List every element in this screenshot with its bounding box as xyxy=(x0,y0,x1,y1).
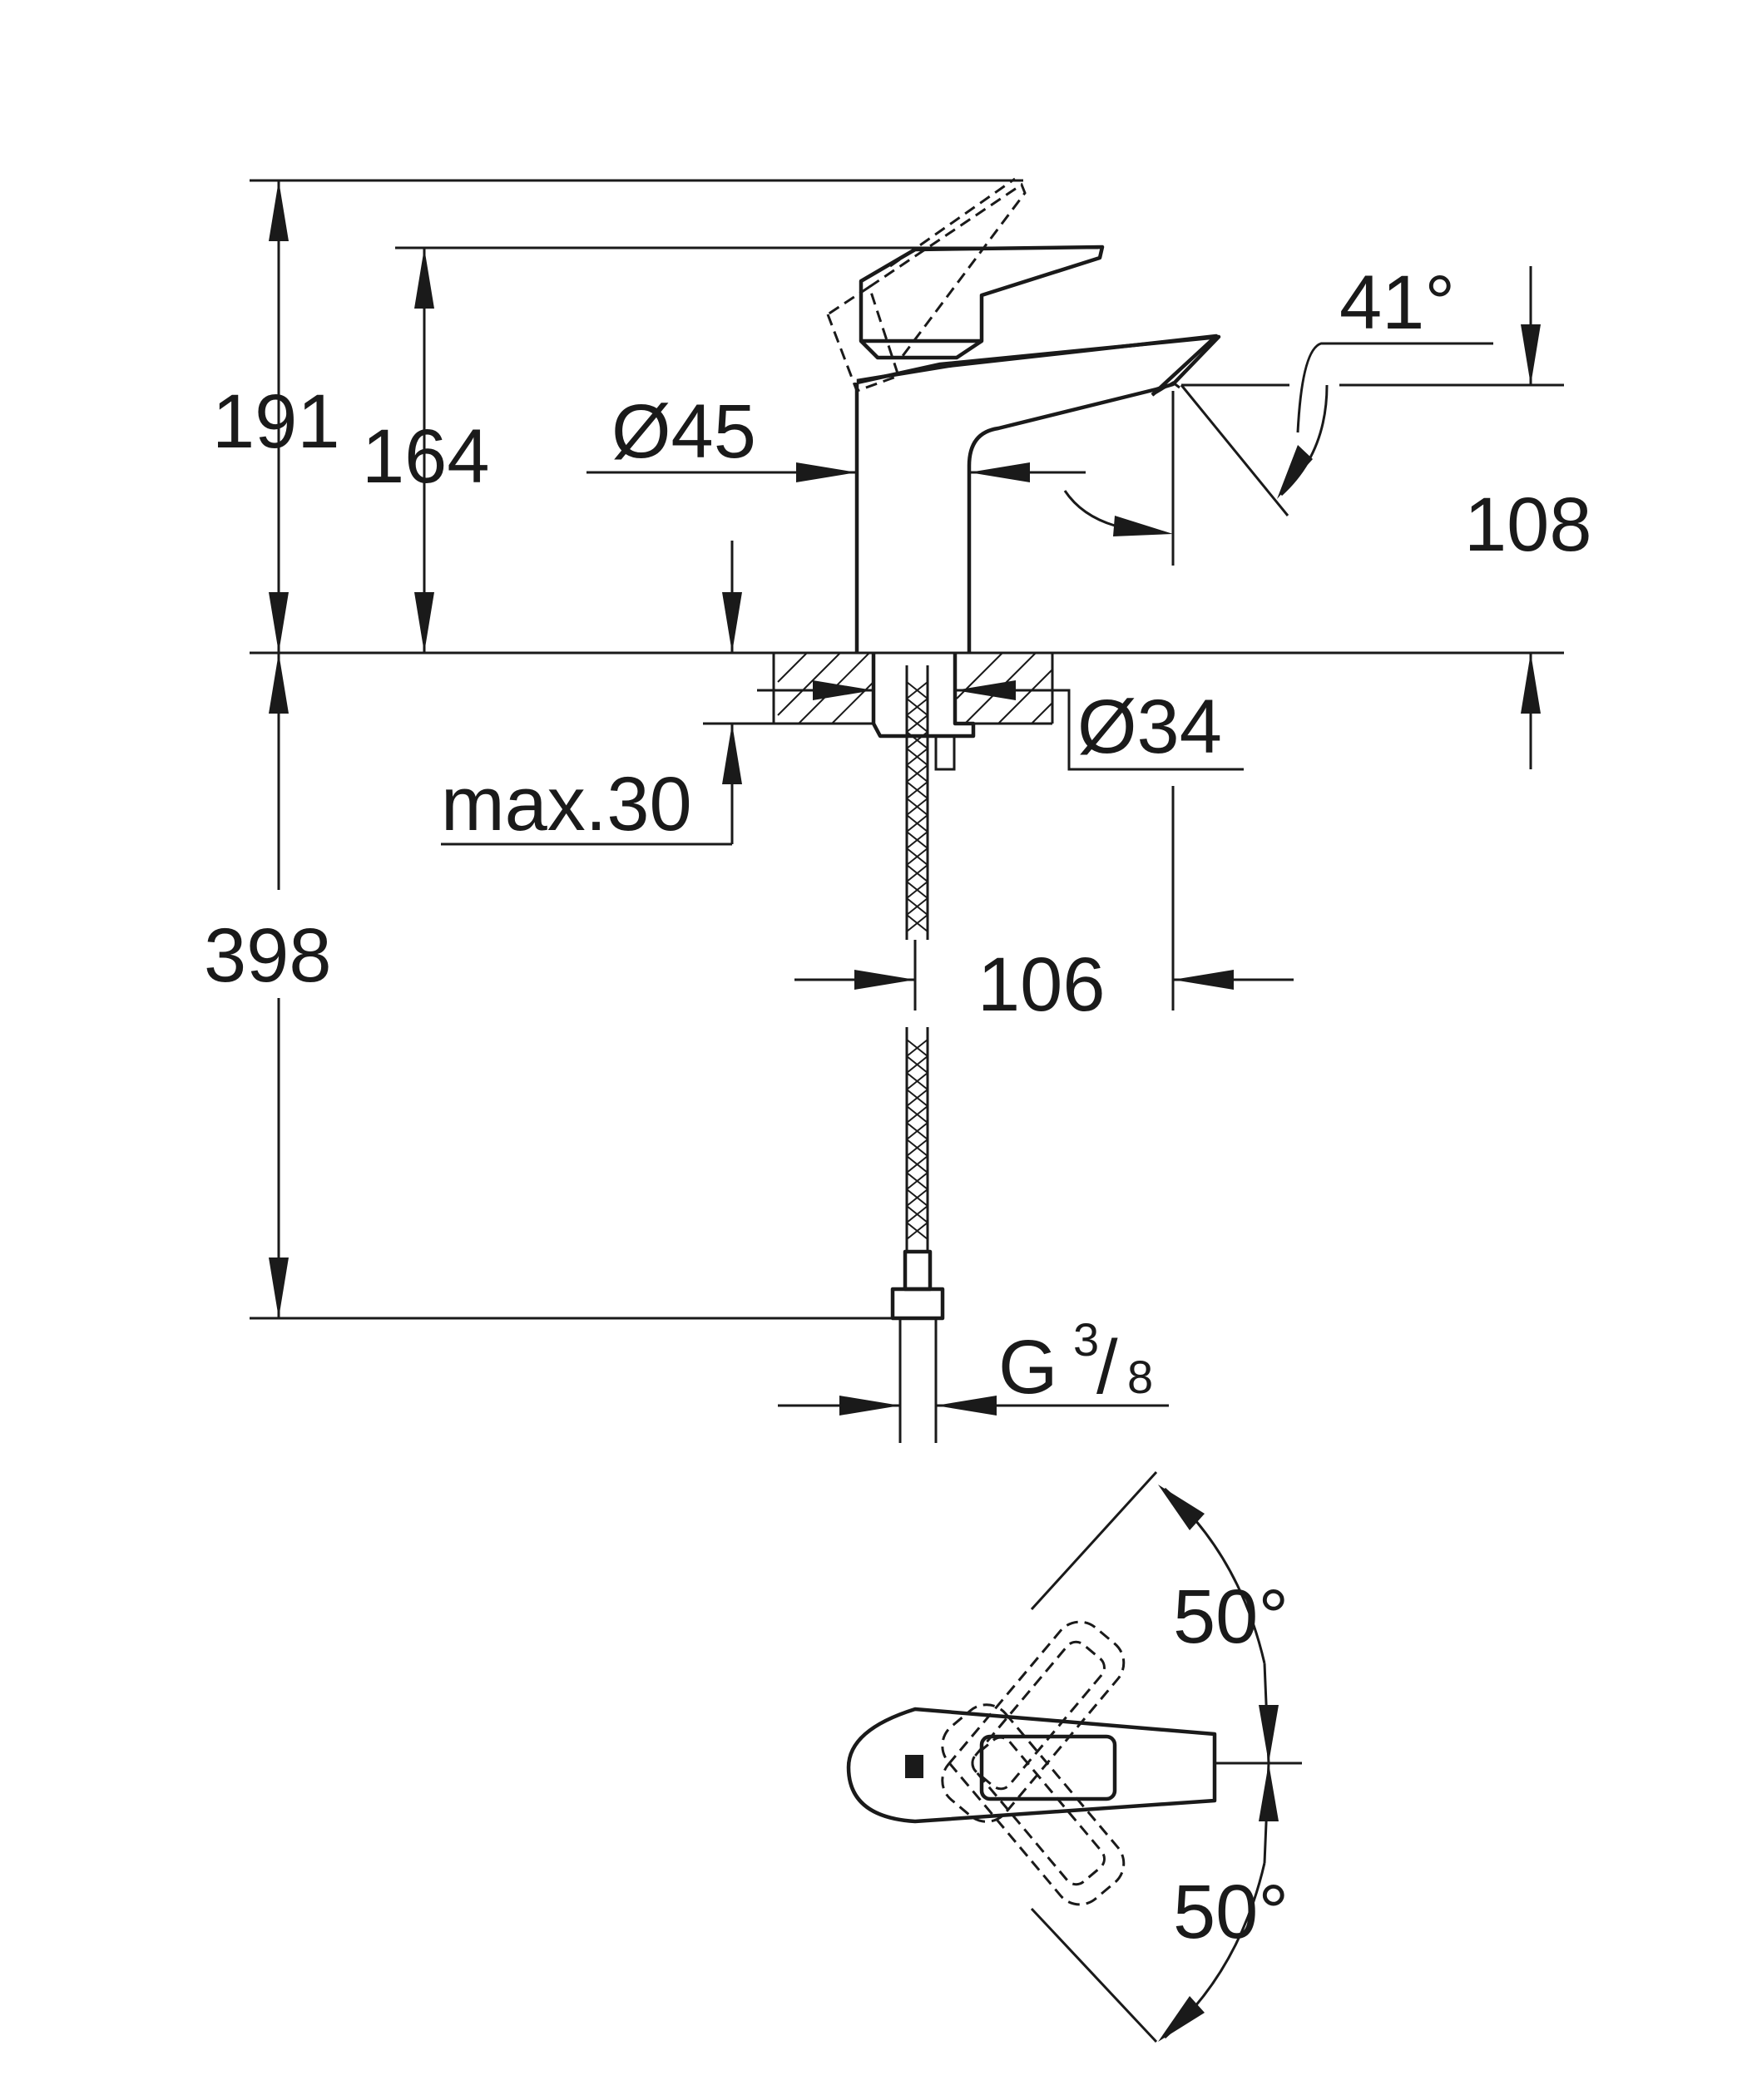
rotation-ref-left xyxy=(1030,1470,1158,1611)
spout-top xyxy=(856,334,1219,397)
dim-45-arrow-left xyxy=(796,462,857,482)
top-view: 50° 50° xyxy=(846,1470,1302,2043)
dim-191-arrow-top xyxy=(269,180,289,241)
label-398: 398 xyxy=(204,913,332,998)
dim-164-arrow-top xyxy=(414,248,434,309)
label-thread-slash: / xyxy=(1096,1325,1118,1410)
faucet-body xyxy=(854,334,1221,653)
dim-398-arrow-bottom xyxy=(269,1258,289,1318)
lever-rotated-right xyxy=(941,1703,1126,1906)
label-191: 191 xyxy=(212,379,340,464)
label-thread-den: 8 xyxy=(1127,1351,1153,1403)
dim-41-arc xyxy=(1279,384,1329,497)
label-106: 106 xyxy=(977,942,1106,1027)
lever-base xyxy=(859,339,983,360)
dim-108-arrow-bottom xyxy=(1521,653,1541,714)
dim-41-ray xyxy=(1180,384,1289,516)
dim-g38-arrow-right xyxy=(936,1396,997,1416)
label-diameter-45: Ø45 xyxy=(611,389,756,474)
lever-top-indicator xyxy=(905,1755,923,1778)
lever-rotated-left xyxy=(941,1620,1126,1823)
dim-191-arrow-bottom xyxy=(269,592,289,653)
dim-34-arrow-right xyxy=(955,680,1016,700)
label-thread-num: 3 xyxy=(1073,1313,1099,1366)
label-max-30: max.30 xyxy=(441,762,692,847)
side-elevation: 191 164 Ø45 41° 108 Ø34 max.30 106 398 G… xyxy=(204,177,1592,1443)
supply-hose-lower xyxy=(890,1027,945,1443)
dim-g38-arrow-left xyxy=(839,1396,900,1416)
mounting-shank xyxy=(871,653,976,739)
dim-41-lower-leader xyxy=(1063,490,1116,527)
dim-34-leader xyxy=(1065,689,1244,771)
rotation-ref-right xyxy=(1030,1907,1158,2043)
lever-closed xyxy=(859,245,1105,343)
dim-41-arrow xyxy=(1277,445,1313,499)
lever-top-window xyxy=(979,1734,1117,1801)
dim-41-lower-arrow xyxy=(1113,516,1173,536)
arc-50-right-arrow-b xyxy=(1158,1996,1205,2042)
lever-top xyxy=(846,1707,1217,1824)
arc-50-left-arrow-b xyxy=(1259,1705,1279,1763)
dim-max30-arrow-bottom xyxy=(722,724,742,784)
dim-45-arrow-right xyxy=(969,462,1030,482)
dim-164-arrow-bottom xyxy=(414,592,434,653)
shank-nut xyxy=(934,734,956,771)
supply-hose-upper xyxy=(905,665,929,940)
label-diameter-34: Ø34 xyxy=(1077,684,1222,769)
dim-398-arrow-top xyxy=(269,653,289,714)
arc-50-left-arrow-a xyxy=(1158,1485,1205,1530)
dim-106-arrow-left xyxy=(854,970,915,990)
arc-50-right-arrow-a xyxy=(1259,1763,1279,1821)
label-angle-41: 41° xyxy=(1339,260,1455,345)
dim-41-leader xyxy=(1296,342,1493,433)
label-rotation-left: 50° xyxy=(1173,1574,1289,1659)
lever-raised-arm xyxy=(869,182,1027,360)
label-rotation-right: 50° xyxy=(1173,1870,1289,1954)
dim-108-arrow-top xyxy=(1521,324,1541,385)
spout-aerator xyxy=(1151,381,1180,397)
label-thread-g: G xyxy=(998,1325,1058,1410)
dim-34-arrow-left xyxy=(813,680,874,700)
label-108: 108 xyxy=(1464,482,1592,567)
dim-106-arrow-right xyxy=(1173,970,1234,990)
dim-max30-arrow-top xyxy=(722,592,742,653)
label-164: 164 xyxy=(362,414,490,499)
